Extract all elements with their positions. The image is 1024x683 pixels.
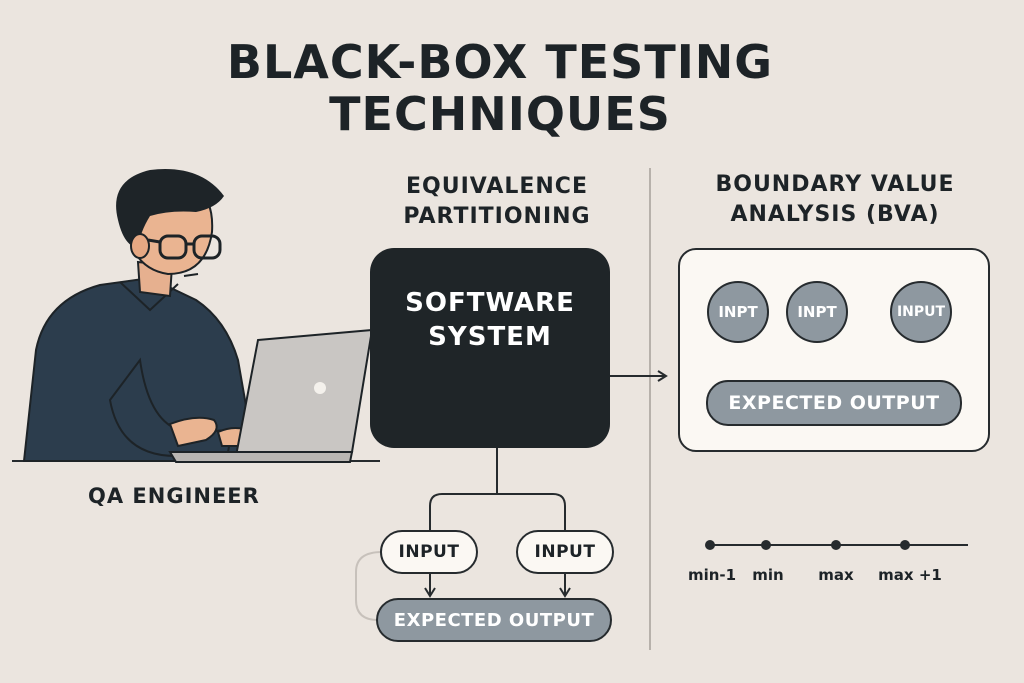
boundary-tick-min (761, 540, 771, 550)
feedback-loop-line (355, 551, 383, 621)
page-title: BLACK-BOX TESTING TECHNIQUES (170, 36, 830, 140)
title-line-1: BLACK-BOX TESTING (226, 35, 774, 89)
scale-label-min-1: min-1 (687, 566, 737, 584)
bva-input-1: INPT (707, 281, 769, 343)
ep-heading-line-2: PARTITIONING (403, 204, 591, 229)
bva-input-2: INPT (786, 281, 848, 343)
engineer-hair (116, 169, 224, 248)
ep-heading-line-1: EQUIVALENCE (406, 174, 588, 199)
laptop-base-icon (168, 451, 354, 463)
system-line-2: SYSTEM (428, 322, 552, 352)
boundary-tick-min-1 (705, 540, 715, 550)
engineer-hand-left (168, 416, 218, 448)
laptop-screen-icon (234, 328, 374, 458)
system-line-1: SOFTWARE (405, 288, 575, 318)
bva-heading-line-1: BOUNDARY VALUE (715, 172, 955, 197)
laptop-logo-icon (314, 382, 326, 394)
scale-label-min: min (752, 566, 784, 584)
glasses-left-icon (158, 234, 188, 260)
bva-heading-line-2: ANALYSIS (BVA) (730, 202, 940, 227)
boundary-tick-max (831, 540, 841, 550)
boundary-tick-max-plus-1 (900, 540, 910, 550)
ep-input-2: INPUT (516, 530, 614, 574)
qa-engineer-label: QA ENGINEER (88, 484, 260, 508)
bva-heading: BOUNDARY VALUE ANALYSIS (BVA) (690, 170, 980, 230)
bva-input-3: INPUT (890, 281, 952, 343)
glasses-right-icon (192, 234, 222, 260)
ep-input-1: INPUT (380, 530, 478, 574)
title-line-2: TECHNIQUES (329, 87, 671, 141)
ep-heading: EQUIVALENCE PARTITIONING (380, 172, 614, 232)
bva-expected-output: EXPECTED OUTPUT (706, 380, 962, 426)
engineer-ear (130, 233, 150, 259)
branch-line (429, 493, 566, 530)
software-system-box: SOFTWARE SYSTEM (370, 248, 610, 448)
scale-label-max-plus-1: max +1 (878, 566, 942, 584)
scale-label-max: max (818, 566, 854, 584)
ep-expected-output: EXPECTED OUTPUT (376, 598, 612, 642)
